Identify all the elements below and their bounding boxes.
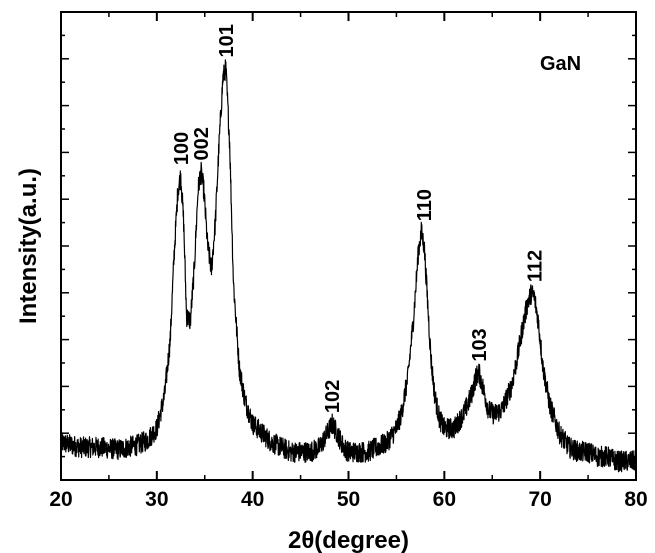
x-tick-label: 20 — [49, 488, 72, 511]
xrd-series-line — [60, 59, 637, 473]
peak-label-002: 002 — [191, 127, 213, 160]
x-tick-label: 80 — [624, 488, 647, 511]
peak-label-101: 101 — [216, 24, 238, 57]
peak-label-103: 103 — [469, 328, 491, 361]
x-tick-label: 50 — [337, 488, 360, 511]
x-tick-label: 70 — [528, 488, 551, 511]
x-tick-label: 30 — [145, 488, 168, 511]
x-axis-title: 2θ(degree) — [288, 527, 409, 553]
x-axis-ticks: 20 30 40 50 60 70 80 — [49, 12, 648, 511]
peak-label-100: 100 — [171, 132, 193, 165]
y-axis-ticks — [61, 34, 636, 458]
x-tick-label: 60 — [433, 488, 456, 511]
peak-label-110: 110 — [414, 189, 436, 221]
x-tick-label: 40 — [241, 488, 264, 511]
y-axis-title: Intensity(a.u.) — [15, 168, 42, 324]
sample-annotation: GaN — [540, 53, 581, 75]
peak-label-112: 112 — [524, 250, 546, 282]
series-layer — [60, 59, 637, 473]
peak-label-102: 102 — [322, 380, 344, 413]
